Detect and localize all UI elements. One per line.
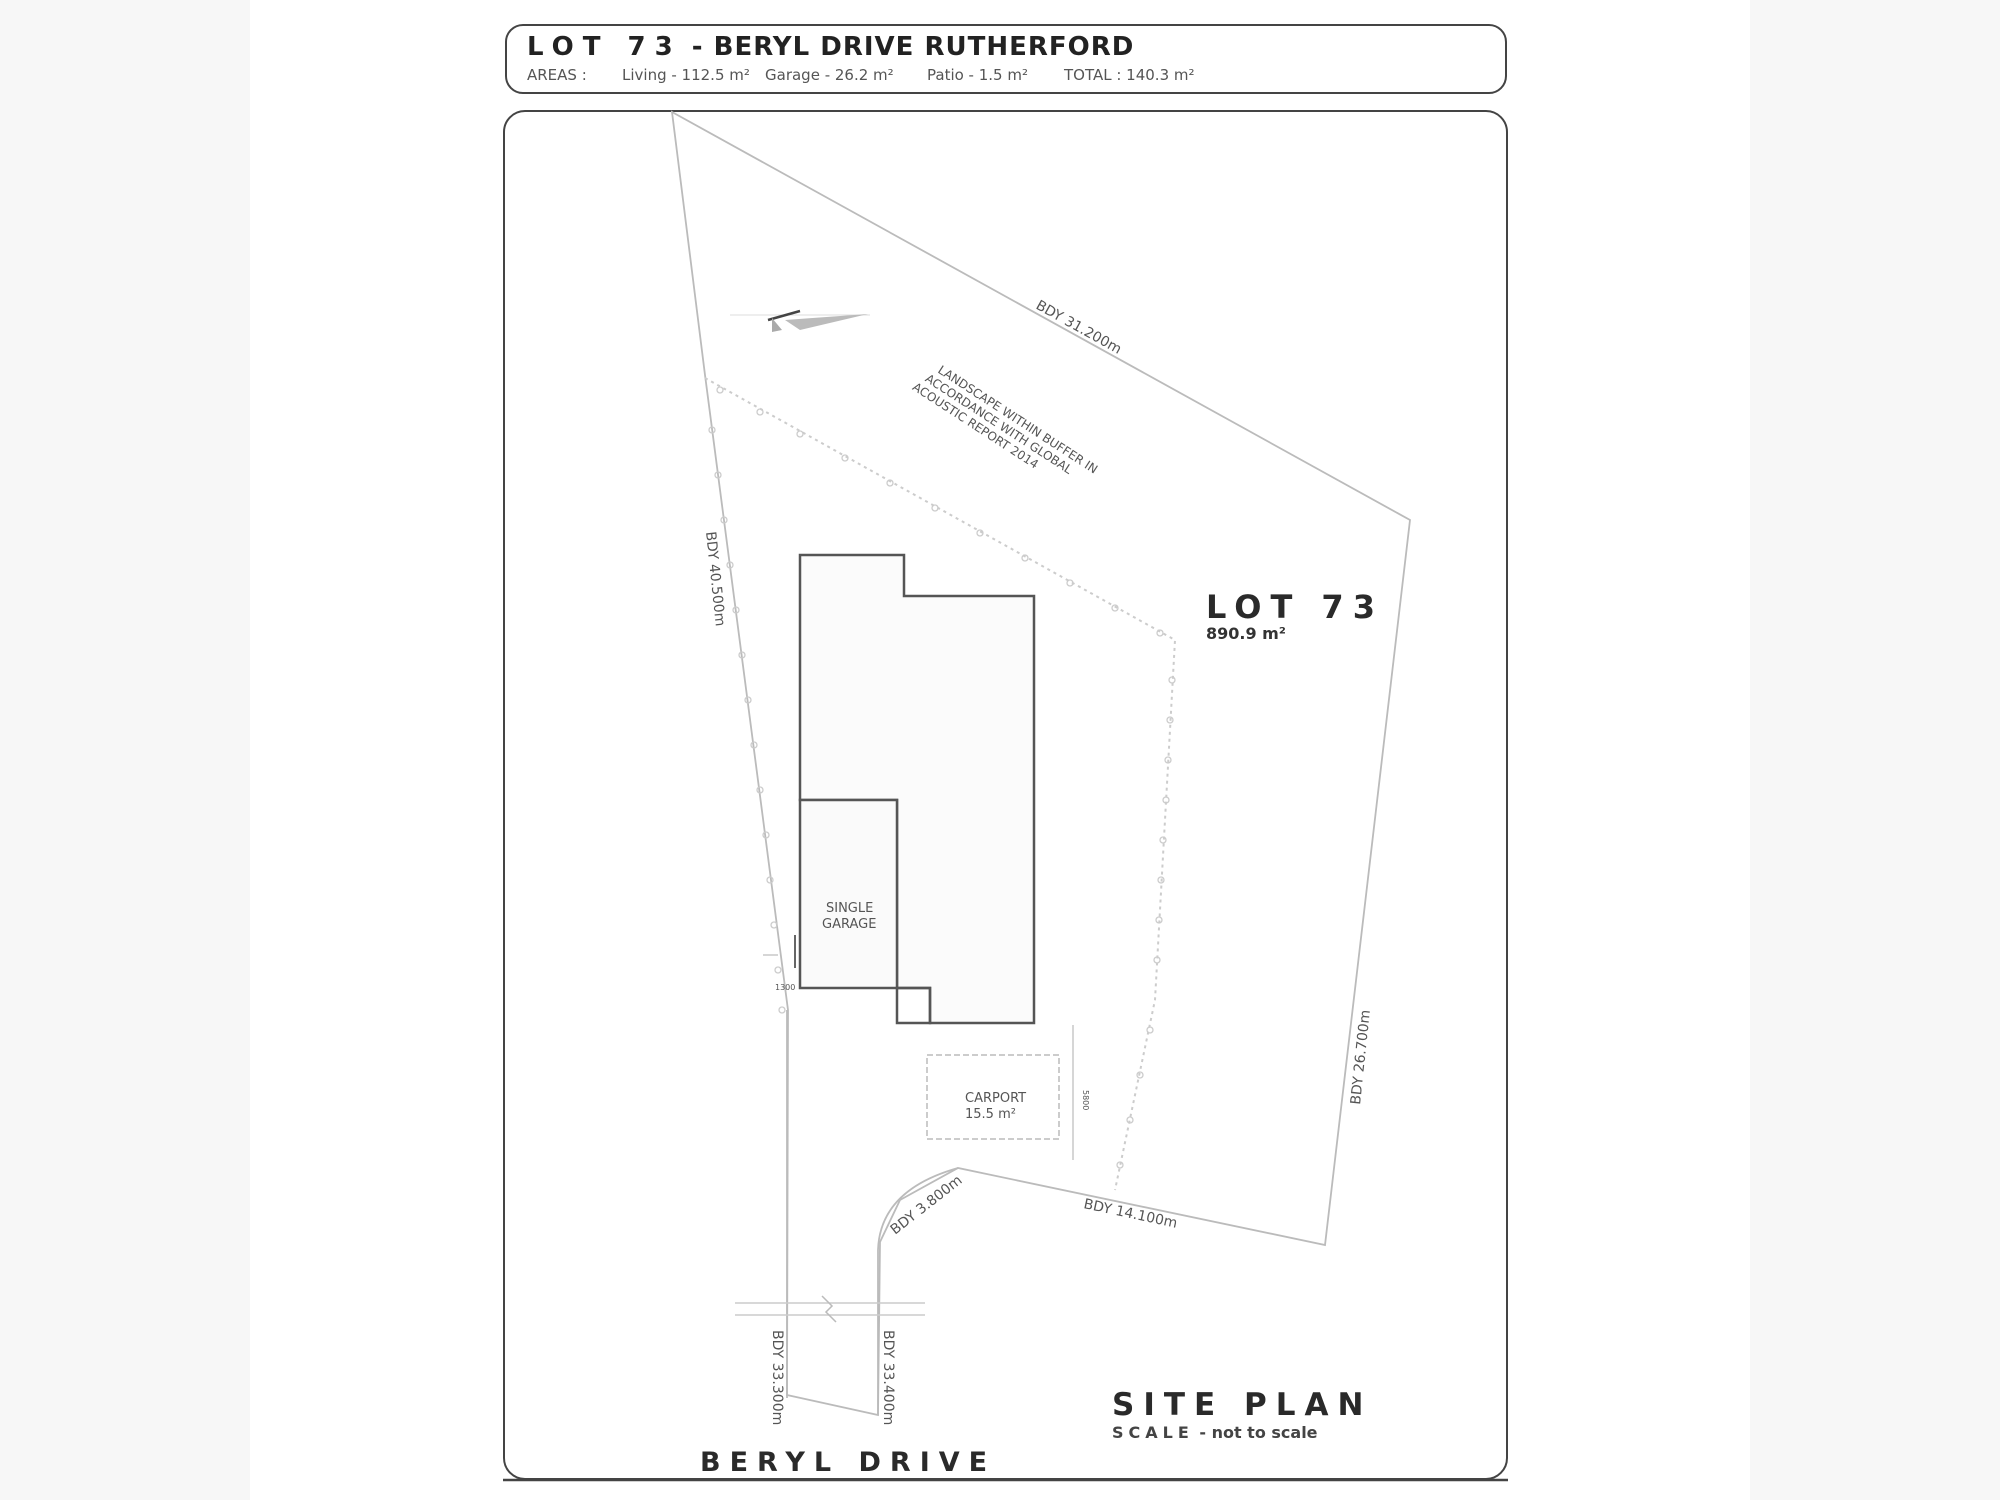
scale-label: SCALE — [1112, 1423, 1194, 1442]
area-living: Living - 112.5 m² — [622, 66, 750, 84]
bdy-access-right-label: BDY 33.400m — [880, 1330, 896, 1425]
north-arrow-icon — [730, 309, 870, 332]
carport-label: CARPORT — [965, 1091, 1026, 1106]
landscape-note-line2: ACCORDANCE WITH GLOBAL — [923, 371, 1075, 477]
carport-dimension: 5800 — [1081, 1090, 1090, 1110]
street-name: BERYL DRIVE — [700, 1447, 997, 1478]
bdy-access-left-label: BDY 33.300m — [769, 1330, 785, 1425]
scale-value: - not to scale — [1199, 1423, 1318, 1442]
acoustic-buffer-line — [704, 377, 1177, 1191]
bdy-east-label: BDY 26.700m — [1348, 1009, 1374, 1105]
title-address: - BERYL DRIVE RUTHERFORD — [691, 32, 1135, 62]
scan-margin-left — [0, 0, 250, 1500]
lot-boundary — [670, 110, 1411, 1417]
plan-title: LOT 73 - BERYL DRIVE RUTHERFORD — [527, 32, 1134, 62]
bdy-splay-label: BDY 3.800m — [888, 1172, 966, 1238]
garage-outline — [798, 798, 899, 990]
title-lot: LOT 73 — [527, 32, 682, 62]
area-garage: Garage - 26.2 m² — [765, 66, 894, 84]
garage-label-line2: GARAGE — [822, 917, 876, 932]
break-symbol — [821, 1295, 837, 1323]
bdy-west-label: BDY 40.500m — [702, 531, 728, 627]
site-plan-heading: SITE PLAN — [1112, 1387, 1373, 1423]
area-total: TOTAL : 140.3 m² — [1064, 66, 1195, 84]
lot-label: LOT 73 — [1206, 588, 1384, 626]
carport-area: 15.5 m² — [965, 1107, 1016, 1122]
scan-margin-right — [1750, 0, 2000, 1500]
patio-outline — [895, 986, 932, 1025]
scale-note: SCALE - not to scale — [1112, 1423, 1318, 1442]
bdy-north-label: BDY 31.200m — [1033, 298, 1124, 358]
tree-markers — [708, 386, 1176, 1169]
bdy-south-label: BDY 14.100m — [1082, 1196, 1178, 1231]
title-block: LOT 73 - BERYL DRIVE RUTHERFORD AREAS : … — [505, 24, 1507, 94]
garage-label-line1: SINGLE — [826, 901, 873, 916]
area-patio: Patio - 1.5 m² — [927, 66, 1028, 84]
setback-dimension: 1300 — [775, 983, 795, 992]
access-right-line — [877, 1167, 959, 1415]
areas-label: AREAS : — [527, 66, 587, 84]
lot-area: 890.9 m² — [1206, 624, 1286, 643]
landscape-note: LANDSCAPE WITHIN BUFFER IN ACCORDANCE WI… — [910, 363, 1100, 477]
carport-outline — [926, 1054, 1060, 1140]
